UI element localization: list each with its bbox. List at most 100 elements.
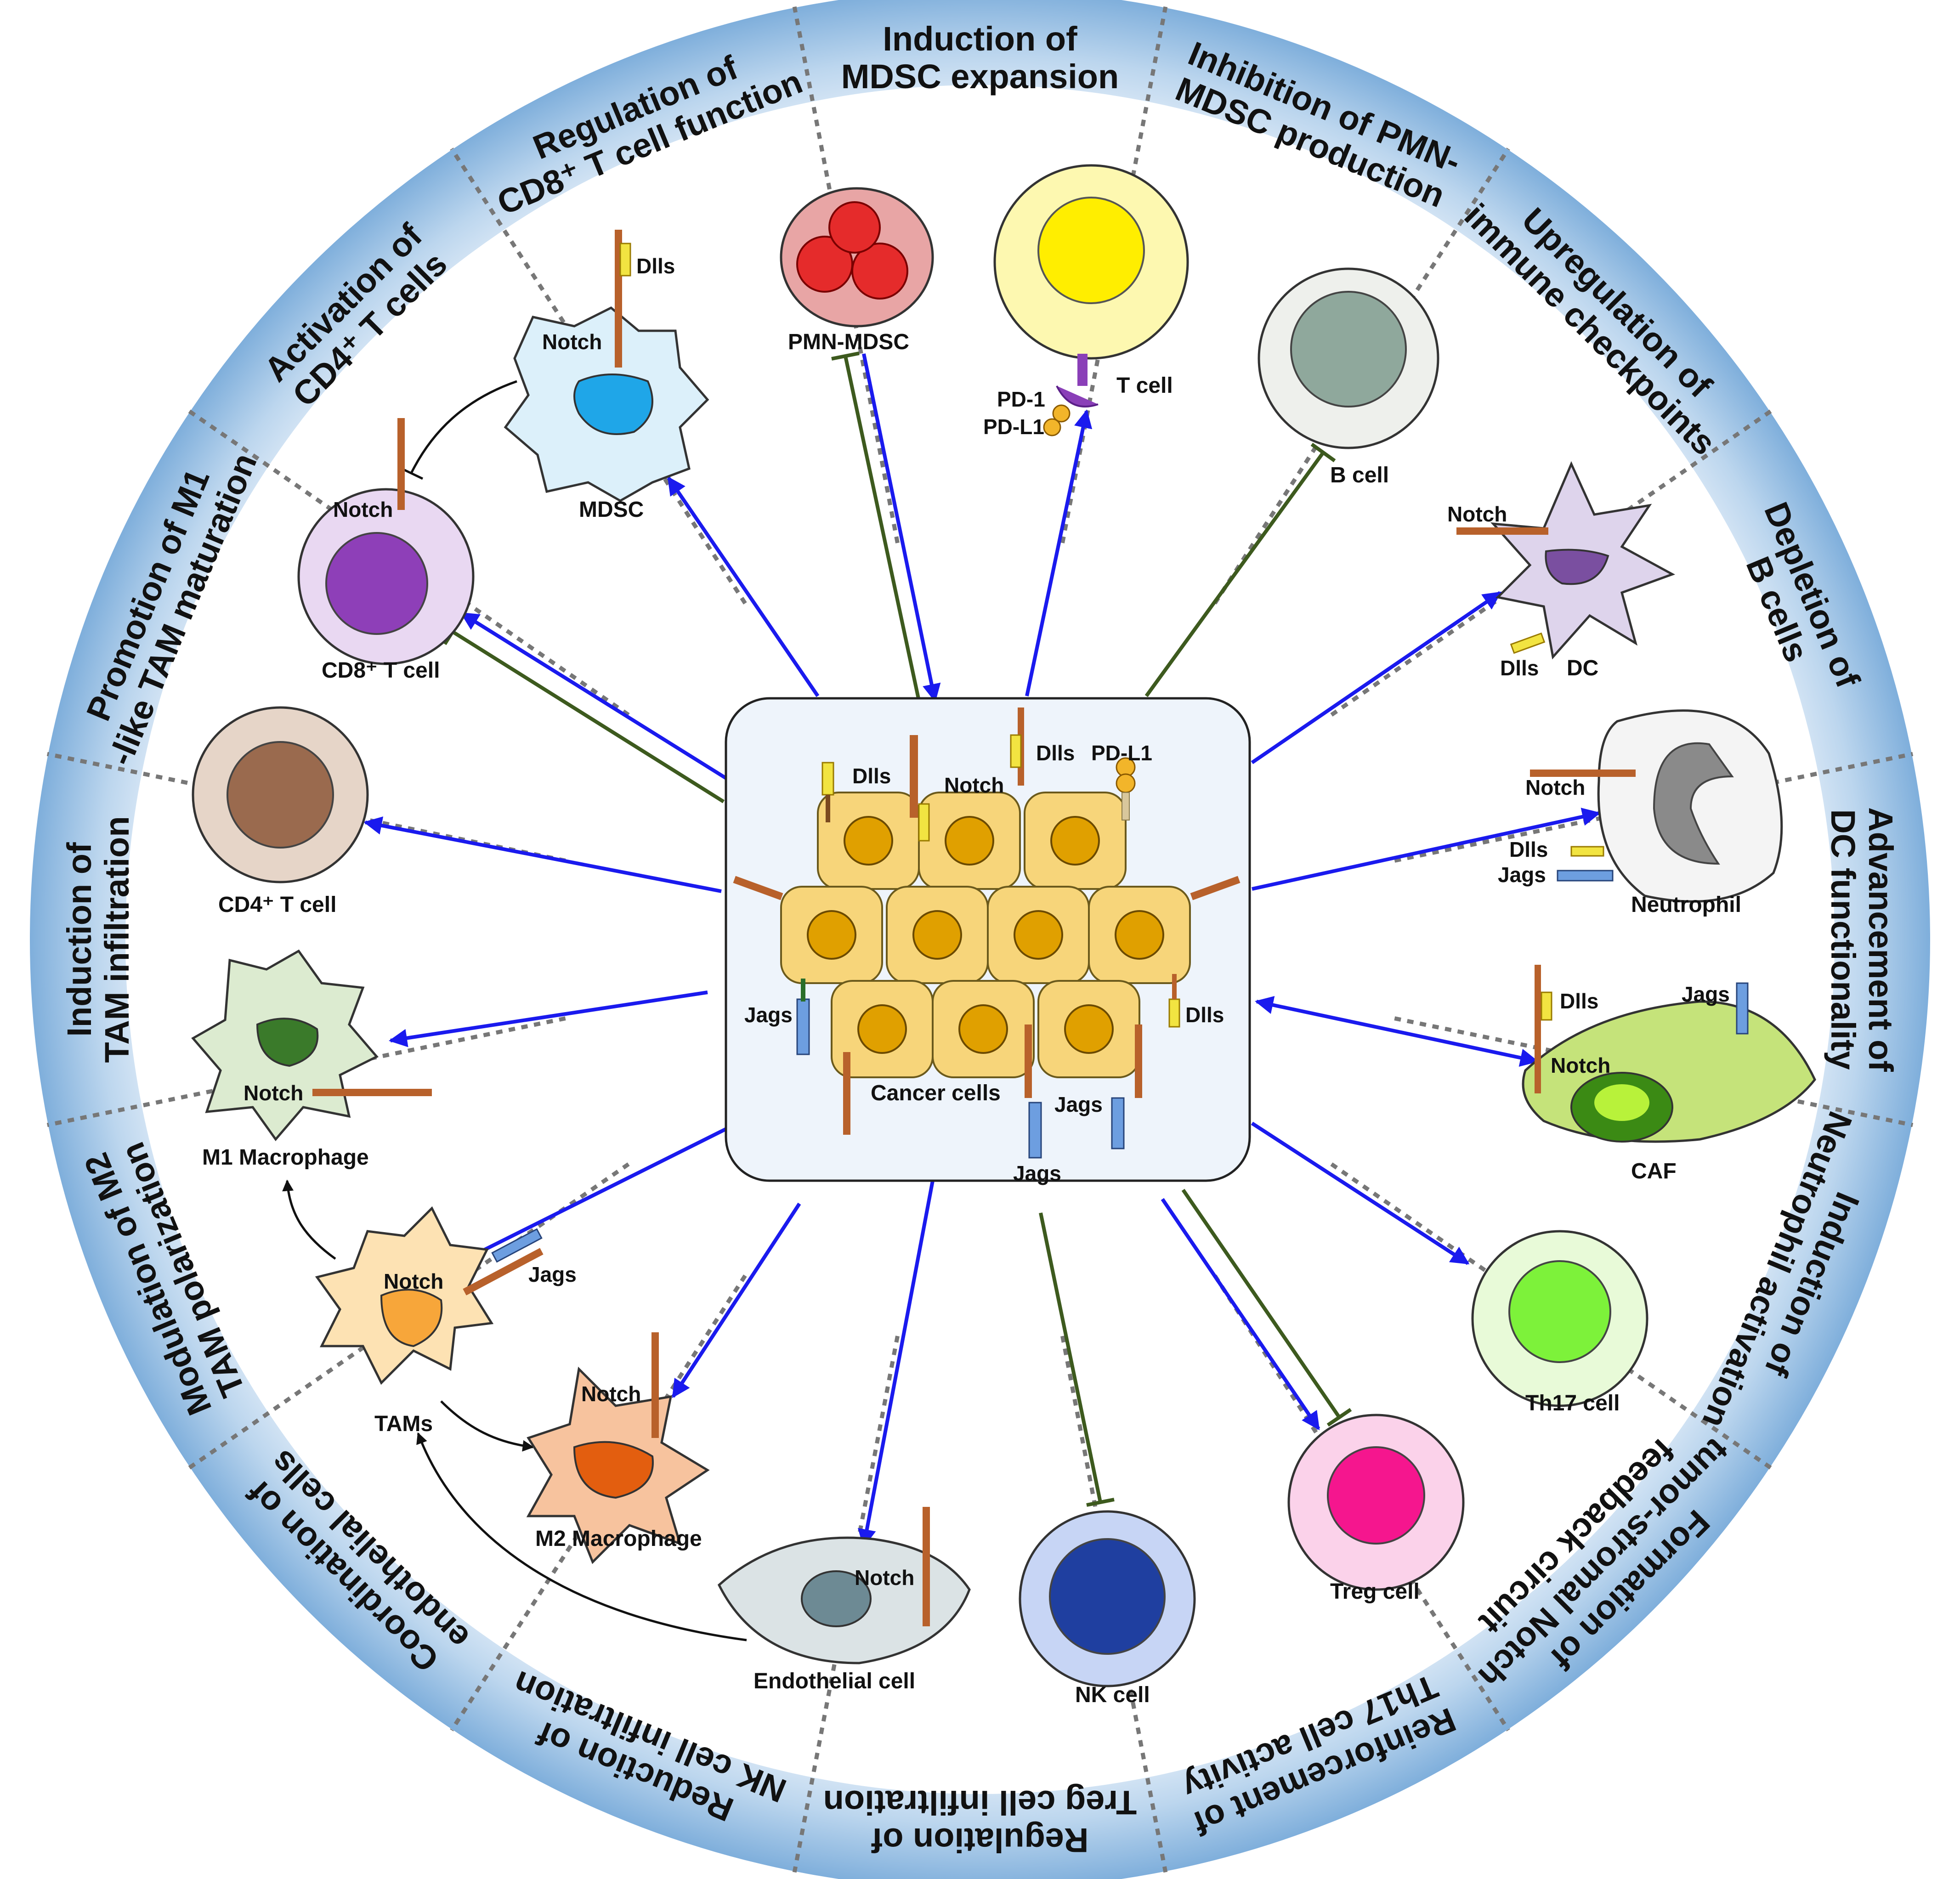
tams-label: TAMs xyxy=(374,1412,433,1436)
box-notch-bottom xyxy=(843,1024,1142,1135)
endothelial-to-tams xyxy=(416,1432,747,1641)
cancer-cell-nucleus xyxy=(912,910,962,960)
arrow-to-cd4 xyxy=(363,816,722,893)
m1-label: M1 Macrophage xyxy=(202,1145,369,1170)
inhibit-cd8 xyxy=(451,630,725,804)
segment-title-line: Treg cell infiltration xyxy=(823,1783,1137,1822)
inhibit-nk xyxy=(1039,1212,1102,1503)
cancer-cell-nucleus xyxy=(958,1004,1008,1054)
caf-notch-label: Notch xyxy=(1551,1053,1610,1077)
endothelial-cell: Notch Endothelial cell xyxy=(717,1507,971,1693)
box-label-dlls-right: Dlls xyxy=(1185,1003,1224,1027)
cd4-t-cell: CD4⁺ T cell xyxy=(192,706,369,917)
m2-notch-label: Notch xyxy=(581,1382,641,1406)
arrow-to-neutrophil xyxy=(1252,808,1601,891)
neutrophil-cell: Notch Dlls Jags Neutrophil xyxy=(1498,709,1783,917)
cd8-label: CD8⁺ T cell xyxy=(322,658,440,683)
box-label-notch: Notch xyxy=(944,773,1004,797)
segment-title-line: Advancement of xyxy=(1862,807,1900,1072)
arrow-caf-cancer xyxy=(1255,996,1539,1067)
arrow-to-pd1 xyxy=(1025,409,1093,696)
segment-divider xyxy=(1394,752,1914,863)
inhibit-pmn-cap xyxy=(831,351,860,361)
cancer-cell-nucleus xyxy=(844,816,893,866)
cancer-cell-cluster: Dlls Notch Dlls PD-L1 Jags Dlls Jags Jag… xyxy=(725,697,1251,1185)
cancer-cell-nucleus xyxy=(1050,816,1100,866)
pmn-mdsc-label: PMN-MDSC xyxy=(788,330,909,354)
cd8-notch-label: Notch xyxy=(333,498,393,521)
t-cell: T cell PD-1 PD-L1 xyxy=(983,164,1189,439)
inhibit-bcell xyxy=(1144,451,1325,697)
cancer-cell-nucleus xyxy=(857,1004,907,1054)
th17-cell: Th17 cell xyxy=(1471,1230,1648,1415)
box-notch-sides xyxy=(733,876,1241,900)
arrow-to-dc xyxy=(1251,591,1502,764)
mdsc-label: MDSC xyxy=(579,498,644,522)
tams-cell: Notch Jags TAMs xyxy=(315,1206,577,1436)
inhibit-pmn xyxy=(844,356,921,701)
box-label-jags-mid: Jags xyxy=(1054,1092,1103,1116)
box-pdl1 xyxy=(1116,757,1136,821)
box-label-dlls-1: Dlls xyxy=(852,764,891,788)
cd8-t-cell: Notch CD8⁺ T cell xyxy=(297,418,475,683)
box-label-pdl1: PD-L1 xyxy=(1091,741,1152,765)
treg-cell: Treg cell xyxy=(1287,1414,1465,1604)
segment-title-line: Induction of xyxy=(883,20,1077,58)
nk-label: NK cell xyxy=(1075,1683,1150,1707)
m1-notch-label: Notch xyxy=(244,1081,303,1105)
segment-title-line: Regulation of xyxy=(871,1821,1088,1859)
arrow-to-treg xyxy=(1161,1198,1320,1431)
tams-to-m1 xyxy=(282,1179,336,1260)
mdsc-cell: Dlls Notch MDSC xyxy=(504,230,709,522)
box-jags-bottom xyxy=(1028,1097,1125,1159)
dc-dlls-label: Dlls xyxy=(1500,656,1539,680)
caf-dlls-label: Dlls xyxy=(1560,989,1598,1013)
dc-cell: Notch Dlls DC xyxy=(1447,461,1676,680)
inhibit-treg-cap xyxy=(1326,1408,1352,1427)
pdl1-label: PD-L1 xyxy=(983,415,1044,439)
neutrophil-label: Neutrophil xyxy=(1631,893,1741,917)
arrow-to-pmn-mdsc xyxy=(862,353,941,702)
cancer-cell-nucleus xyxy=(1014,910,1063,960)
m2-macrophage: Notch M2 Macrophage xyxy=(526,1332,710,1564)
tams-notch-label: Notch xyxy=(384,1269,443,1293)
m1-macrophage: Notch M1 Macrophage xyxy=(191,949,432,1170)
inhibit-bcell-cap xyxy=(1310,442,1336,463)
dc-label: DC xyxy=(1567,656,1598,680)
pmn-mdsc-cell: PMN-MDSC xyxy=(780,187,934,354)
b-cell-label: B cell xyxy=(1330,463,1389,487)
segment-title-line: MDSC expansion xyxy=(841,57,1119,96)
arrow-to-cd8 xyxy=(460,611,732,783)
neutrophil-notch-label: Notch xyxy=(1525,775,1585,799)
cancer-cells-label: Cancer cells xyxy=(871,1081,1001,1105)
box-notch-receptor-top xyxy=(910,735,930,842)
caf-label: CAF xyxy=(1631,1159,1677,1183)
segment-divider xyxy=(46,752,566,863)
cancer-cell-nucleus xyxy=(1115,910,1164,960)
segment-title-line: Induction of xyxy=(60,842,98,1037)
box-dlls-top xyxy=(1010,707,1024,786)
box-dlls-right xyxy=(1168,974,1180,1028)
endothelial-label: Endothelial cell xyxy=(753,1669,915,1693)
neutrophil-dlls-label: Dlls xyxy=(1509,838,1548,861)
box-label-dlls-2: Dlls xyxy=(1036,741,1075,765)
mdsc-dlls-label: Dlls xyxy=(636,254,675,278)
th17-label: Th17 cell xyxy=(1525,1391,1620,1415)
nk-cell: NK cell xyxy=(1019,1510,1196,1707)
segment-divider xyxy=(1394,1016,1914,1127)
cancer-cell-nucleus xyxy=(807,910,856,960)
pd1-label: PD-1 xyxy=(997,387,1045,411)
arrow-to-m2 xyxy=(671,1202,801,1398)
neutrophil-jags-label: Jags xyxy=(1498,863,1546,887)
cd4-label: CD4⁺ T cell xyxy=(218,893,336,917)
segment-title-line: TAM infiltration xyxy=(98,816,136,1063)
t-cell-label: T cell xyxy=(1116,374,1173,398)
arrow-to-tams xyxy=(446,1126,729,1270)
cancer-cell-nucleus xyxy=(945,816,994,866)
segment-title-line: DC functionality xyxy=(1824,809,1862,1070)
